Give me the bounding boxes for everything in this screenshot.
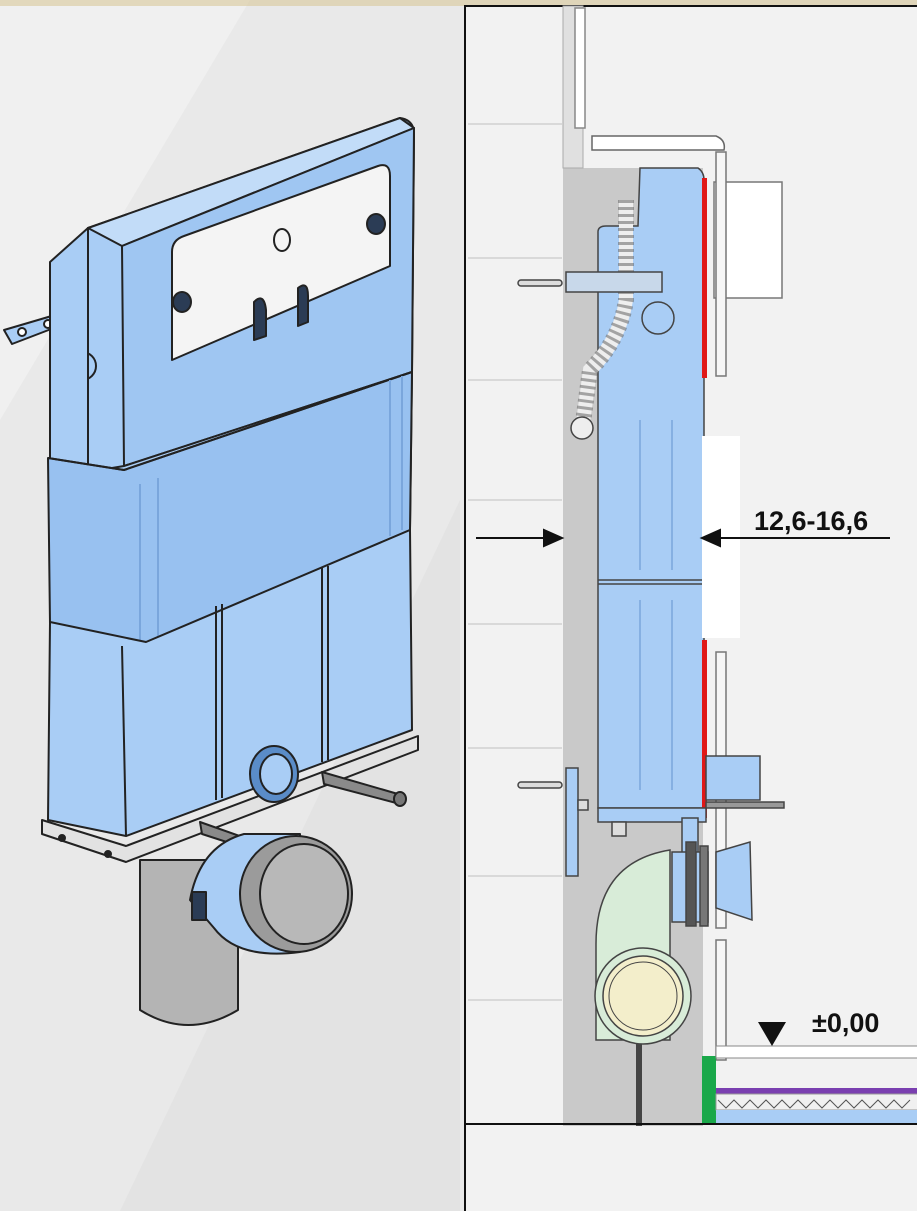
top-cover (591, 135, 726, 151)
drain-elbow (189, 833, 353, 955)
wall-depth-label: 12,6-16,6 (754, 506, 868, 536)
section-view: 12,6-16,6 ±0,00 (464, 5, 917, 1211)
wall-joints (468, 123, 562, 1001)
drain-bend (594, 849, 692, 1126)
arrow-icon (476, 528, 890, 548)
cistern-section (597, 167, 705, 809)
module-3d-view (3, 117, 419, 1026)
floor-construction (466, 1045, 917, 1125)
flush-connection (249, 745, 299, 803)
flush-pipe-section (671, 817, 753, 927)
lower-fixing-bolt (517, 755, 785, 877)
floor-level-label: ±0,00 (812, 1008, 879, 1038)
module-lower-frame (41, 529, 419, 863)
red-seals (702, 178, 707, 818)
corrugated-hose (570, 200, 634, 440)
upper-fixing-bolt (517, 271, 675, 335)
triangle-down-icon (758, 1022, 786, 1046)
